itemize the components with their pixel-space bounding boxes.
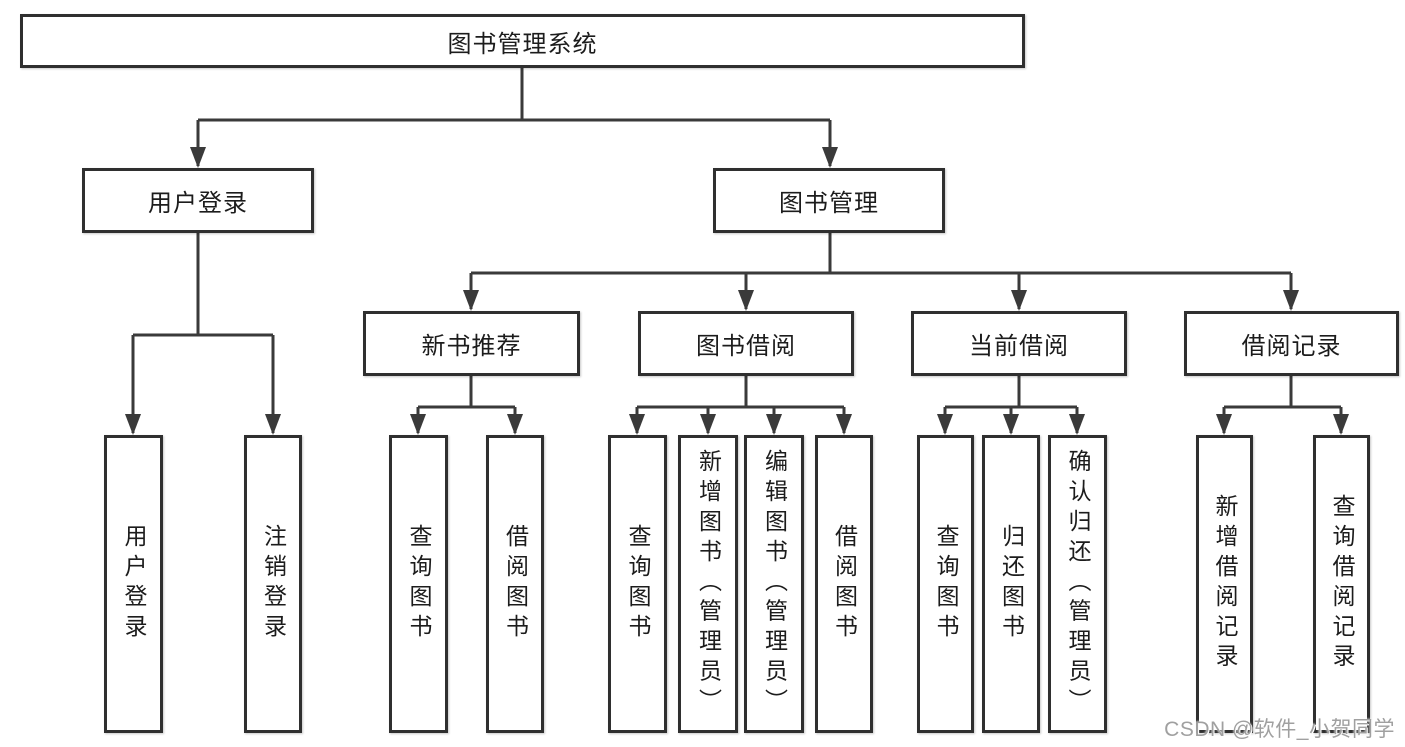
leaf-return-books: 归还图书 (982, 435, 1040, 733)
node-label: 归还图书 (998, 524, 1025, 644)
leaf-edit-books-admin: 编辑图书（管理员） (744, 435, 804, 733)
leaf-confirm-return-admin: 确认归还（管理员） (1048, 435, 1107, 733)
node-label: 查询图书 (933, 524, 959, 644)
leaf-add-books-admin: 新增图书（管理员） (678, 435, 738, 733)
node-label: 用户登录 (148, 190, 248, 217)
node-label: 查询图书 (625, 524, 651, 644)
node-label: 注销登录 (260, 524, 287, 644)
node-label: 查询借阅记录 (1329, 494, 1355, 674)
node-current-borrow: 当前借阅 (911, 311, 1127, 376)
leaf-query-borrow-record: 查询借阅记录 (1313, 435, 1370, 733)
node-label: 编辑图书（管理员） (761, 449, 788, 719)
arrowheads (125, 147, 1349, 435)
leaf-query-books-2: 查询图书 (608, 435, 667, 733)
leaf-query-books-3: 查询图书 (917, 435, 974, 733)
leaf-query-books-1: 查询图书 (389, 435, 448, 733)
node-label: 当前借阅 (969, 333, 1069, 360)
node-label: 查询图书 (406, 524, 432, 644)
node-label: 借阅图书 (831, 524, 858, 644)
node-user-login: 用户登录 (82, 168, 314, 233)
node-label: 确认归还（管理员） (1065, 449, 1091, 719)
node-label: 新增图书（管理员） (695, 449, 722, 719)
node-label: 借阅图书 (502, 524, 529, 644)
leaf-borrow-books-2: 借阅图书 (815, 435, 873, 733)
node-library-system: 图书管理系统 (20, 14, 1025, 68)
node-label: 图书管理 (779, 190, 879, 217)
leaf-logout: 注销登录 (244, 435, 302, 733)
node-label: 图书借阅 (696, 333, 796, 360)
node-label: 新书推荐 (421, 333, 522, 360)
node-book-borrow: 图书借阅 (638, 311, 854, 376)
node-label: 用户登录 (121, 524, 147, 644)
node-new-book-recommend: 新书推荐 (363, 311, 580, 376)
csdn-watermark: CSDN @软件_小贺同学 (1164, 718, 1395, 741)
node-label: 新增借阅记录 (1212, 494, 1238, 674)
leaf-add-borrow-record: 新增借阅记录 (1196, 435, 1253, 733)
node-book-management: 图书管理 (713, 168, 945, 233)
node-borrow-records: 借阅记录 (1184, 311, 1399, 376)
node-label: 借阅记录 (1241, 333, 1342, 360)
node-label: 图书管理系统 (447, 30, 598, 58)
leaf-borrow-books-1: 借阅图书 (486, 435, 544, 733)
leaf-user-login: 用户登录 (104, 435, 163, 733)
